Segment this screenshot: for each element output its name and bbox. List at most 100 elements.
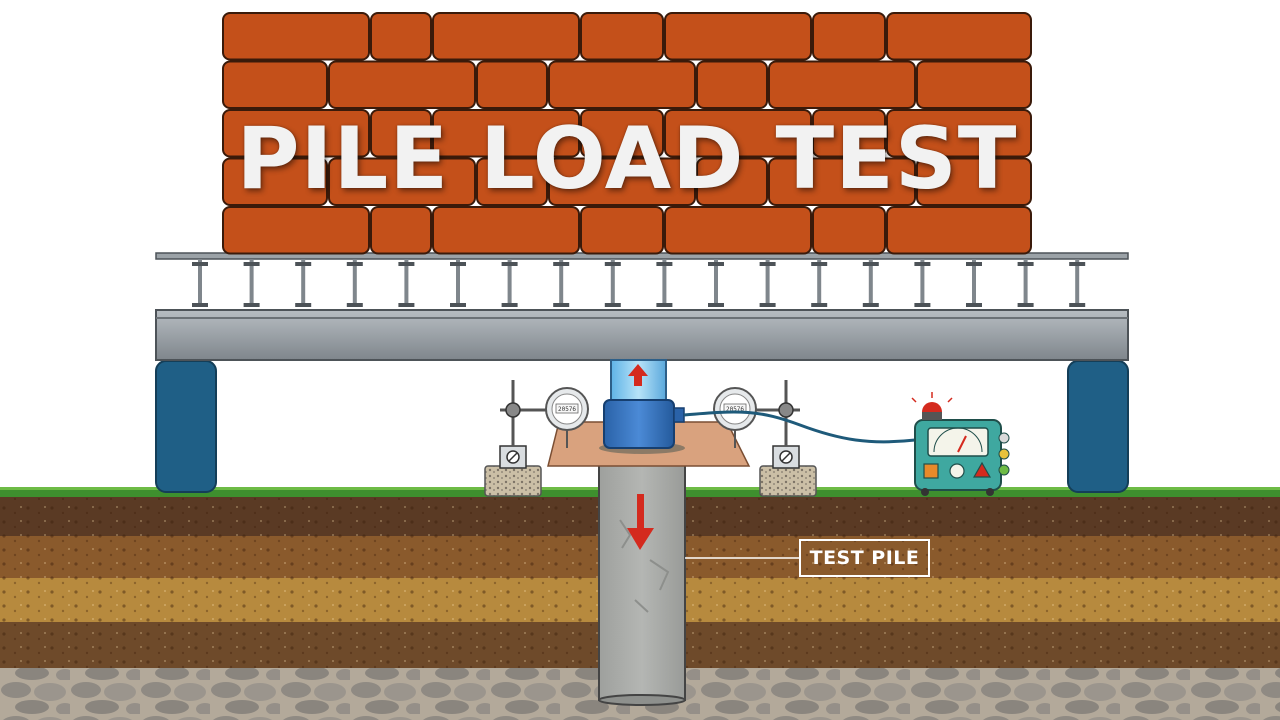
girder-flange [862,262,879,266]
girder-flange [553,303,570,307]
brick [548,60,696,109]
girder-flange [192,262,208,266]
girder-flange [295,303,312,307]
girder [868,259,873,307]
girder [765,259,770,307]
brick [696,60,768,109]
girder-flange [708,262,724,266]
girder-flange [243,262,260,266]
girder-flange [1069,262,1086,266]
girder-flange [553,262,570,266]
girder-flange [398,262,415,266]
girder [610,259,615,307]
girder-flange [295,262,312,266]
brick [328,157,476,206]
brick [222,60,328,109]
girder [817,259,822,307]
alarm-light-icon [911,392,953,420]
girder [198,259,202,307]
brick [916,157,1032,206]
girder [404,259,409,307]
brick [916,60,1032,109]
recorder-machine-icon [914,419,1010,496]
girder-flange [1069,303,1086,307]
brick [886,206,1032,255]
girder [1023,259,1028,307]
brick [432,109,580,158]
girder-flange [346,262,363,266]
dial-gauge-right: 20576 [713,380,817,497]
brick [664,206,812,255]
brick [768,60,916,109]
brick [768,157,916,206]
girder-flange [914,303,931,307]
girder-flange [862,303,879,307]
gauge-reading-left: 20576 [558,406,576,413]
test-pile-label: TEST PILE [799,539,930,577]
brick [476,157,548,206]
girder-flange [243,303,260,307]
brick [370,12,432,61]
brick [886,109,1032,158]
brick [476,60,548,109]
girder-flange [1017,303,1034,307]
support-post-left [155,360,217,493]
support-post-right [1067,360,1129,493]
girder-flange [604,303,621,307]
brick [548,157,696,206]
girder-flange [759,262,776,266]
girder-flange [914,262,931,266]
girder [507,259,512,307]
girder-flange [1017,262,1034,266]
girder [662,259,667,307]
brick [812,109,886,158]
brick [370,109,432,158]
brick [222,206,370,255]
girder [456,259,460,307]
girder [352,259,357,307]
girder [714,259,718,307]
brick [328,60,476,109]
brick [432,206,580,255]
girder-flange [811,262,828,266]
kentledge-brick-load [222,12,1032,255]
dial-gauge-left: 20576 [484,380,589,497]
gauge-reading-right: 20576 [726,406,744,413]
girder [249,259,254,307]
brick [664,12,812,61]
up-arrow-icon [628,364,648,386]
girder-flange [656,262,673,266]
brick [432,12,580,61]
girder-flange [450,262,466,266]
girder-flange [398,303,415,307]
brick [222,109,370,158]
girder [972,259,976,307]
brick [886,12,1032,61]
girder-flange [708,303,724,307]
brick [370,206,432,255]
girder-flange [811,303,828,307]
brick [812,12,886,61]
girder-flange [759,303,776,307]
brick [664,109,812,158]
down-arrow-icon [627,494,654,550]
brick [812,206,886,255]
girder-flange [450,303,466,307]
girder [559,259,564,307]
girder [301,259,306,307]
girder [1075,259,1080,307]
girder-flange [501,262,518,266]
hydraulic-hose [683,410,916,444]
girder-flange [966,262,982,266]
girder-flange [346,303,363,307]
brick [580,109,664,158]
girder-flange [656,303,673,307]
brick [580,206,664,255]
girder [920,259,925,307]
cross-girders [155,252,1129,307]
brick [696,157,768,206]
brick [222,157,328,206]
brick [580,12,664,61]
brick [222,12,370,61]
